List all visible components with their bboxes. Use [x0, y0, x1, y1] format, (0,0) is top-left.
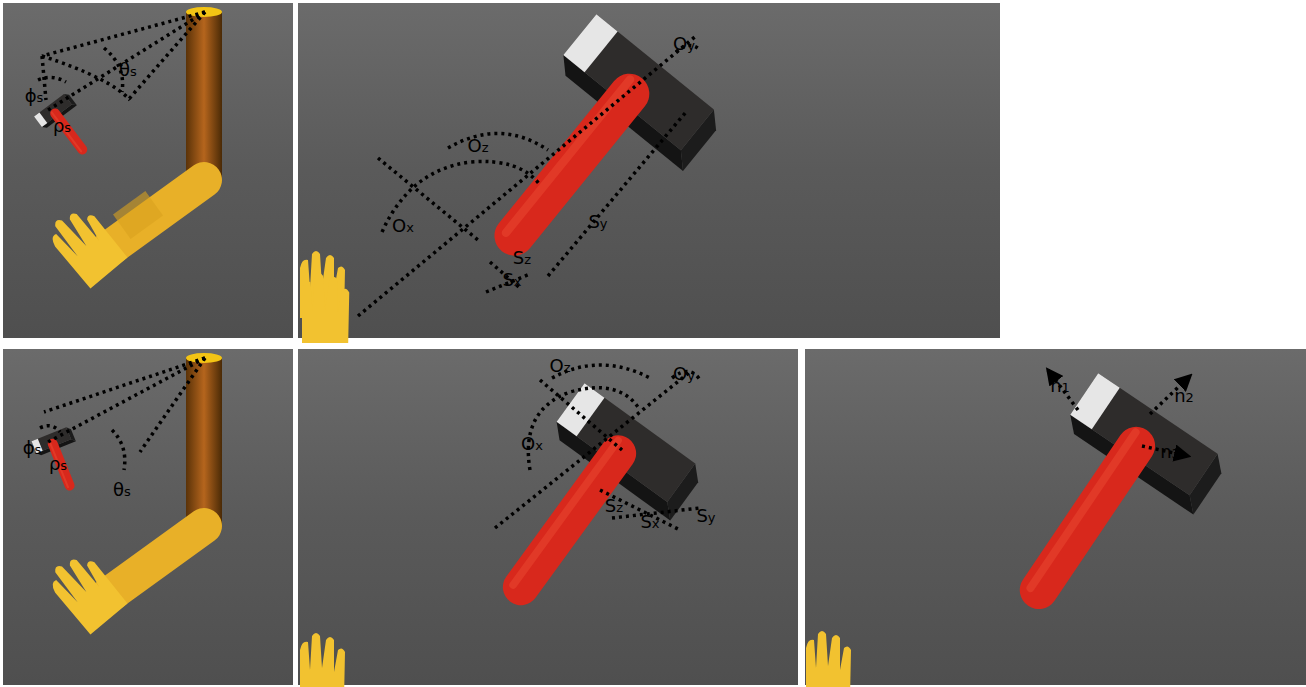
axis-label: Sx: [502, 271, 521, 289]
axis-label: Oy: [673, 35, 695, 53]
axis-label: ρs: [53, 117, 71, 135]
axis-label: n1: [1050, 377, 1070, 395]
axis-label: Ox: [392, 217, 414, 235]
axis-label: Ox: [521, 435, 543, 453]
axis-label: θs: [119, 61, 137, 79]
axis-label: Sz: [513, 249, 531, 267]
axis-label: θs: [113, 481, 131, 499]
axis-label: Sy: [696, 507, 715, 525]
axis-label: Sy: [588, 213, 607, 231]
axis-label: ϕs: [23, 439, 42, 457]
axis-label: Oy: [673, 365, 695, 383]
axis-label: Oz: [468, 137, 489, 155]
axis-label: ϕs: [25, 87, 44, 105]
axis-label: n2: [1174, 387, 1194, 405]
axis-label: Sz: [605, 497, 623, 515]
axis-label: ρs: [49, 455, 67, 473]
axis-label: Oz: [550, 357, 571, 375]
axis-label: n3: [1160, 443, 1180, 461]
axis-label: Sx: [640, 513, 659, 531]
